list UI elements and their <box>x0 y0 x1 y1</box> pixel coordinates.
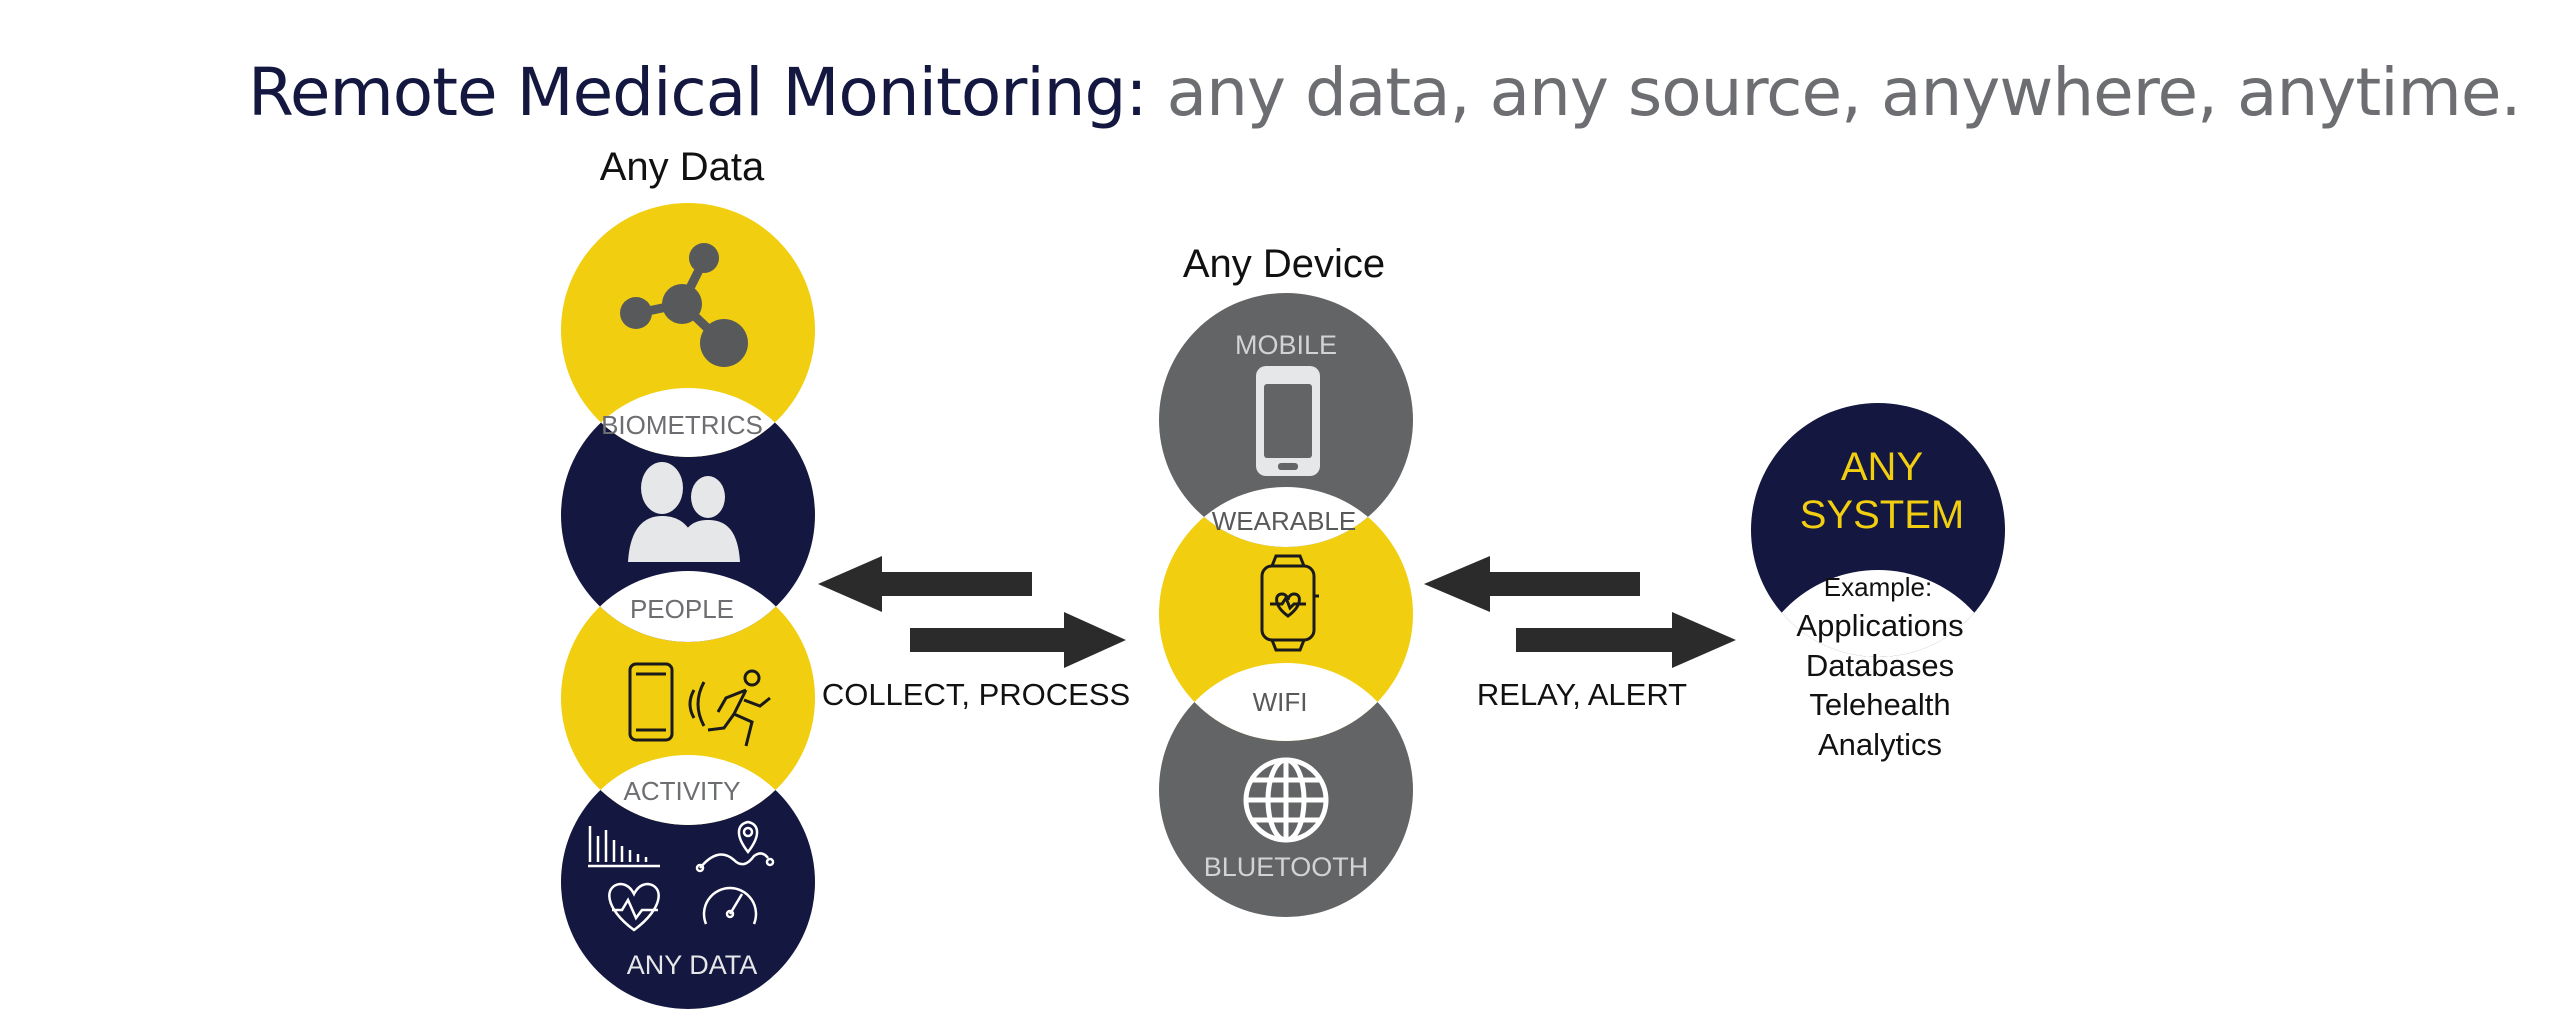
system-example-label: Example: <box>1824 572 1932 602</box>
label-bluetooth: BLUETOOTH <box>1204 852 1369 882</box>
smartwatch-icon <box>1260 554 1319 652</box>
arrow-left-1 <box>818 556 1032 612</box>
system-item: Telehealth <box>1809 687 1950 722</box>
label-wearable: WEARABLE <box>1212 506 1357 536</box>
molecule-icon <box>620 243 748 367</box>
analytics-icons <box>588 820 775 932</box>
mobile-phone-icon <box>1256 366 1320 476</box>
label-biometrics: BIOMETRICS <box>601 410 763 440</box>
people-icon <box>628 462 740 562</box>
label-any-data: ANY DATA <box>627 950 758 980</box>
phone-activity-icon <box>628 662 771 747</box>
system-item: Applications <box>1796 608 1963 643</box>
system-item: Analytics <box>1818 727 1942 762</box>
circle-activity <box>561 571 815 825</box>
circle-biometrics <box>561 203 815 457</box>
heading-any-data: Any Data <box>600 145 765 189</box>
label-collect-process: COLLECT, PROCESS <box>822 677 1130 712</box>
label-people: PEOPLE <box>630 594 734 624</box>
title-main: Remote Medical Monitoring: <box>248 54 1148 131</box>
heading-any-device: Any Device <box>1183 242 1385 286</box>
arrow-left-2 <box>1424 556 1640 612</box>
label-relay-alert: RELAY, ALERT <box>1477 677 1687 712</box>
system-title-line1: ANY <box>1841 445 1923 489</box>
title-rest: any data, any source, anywhere, anytime. <box>1146 54 2522 131</box>
circle-any-data <box>561 755 815 1009</box>
system-item: Databases <box>1806 648 1954 683</box>
arrow-right-1 <box>910 612 1126 668</box>
globe-icon <box>1243 757 1329 843</box>
label-mobile: MOBILE <box>1235 330 1337 360</box>
system-title-line2: SYSTEM <box>1800 493 1964 537</box>
circle-people <box>561 388 815 642</box>
label-wifi: WIFI <box>1253 687 1308 717</box>
arrow-right-2 <box>1516 612 1736 668</box>
page-title: Remote Medical Monitoring: any data, any… <box>248 54 2522 131</box>
label-activity: ACTIVITY <box>623 776 740 806</box>
lens-any-system <box>1751 570 2005 657</box>
